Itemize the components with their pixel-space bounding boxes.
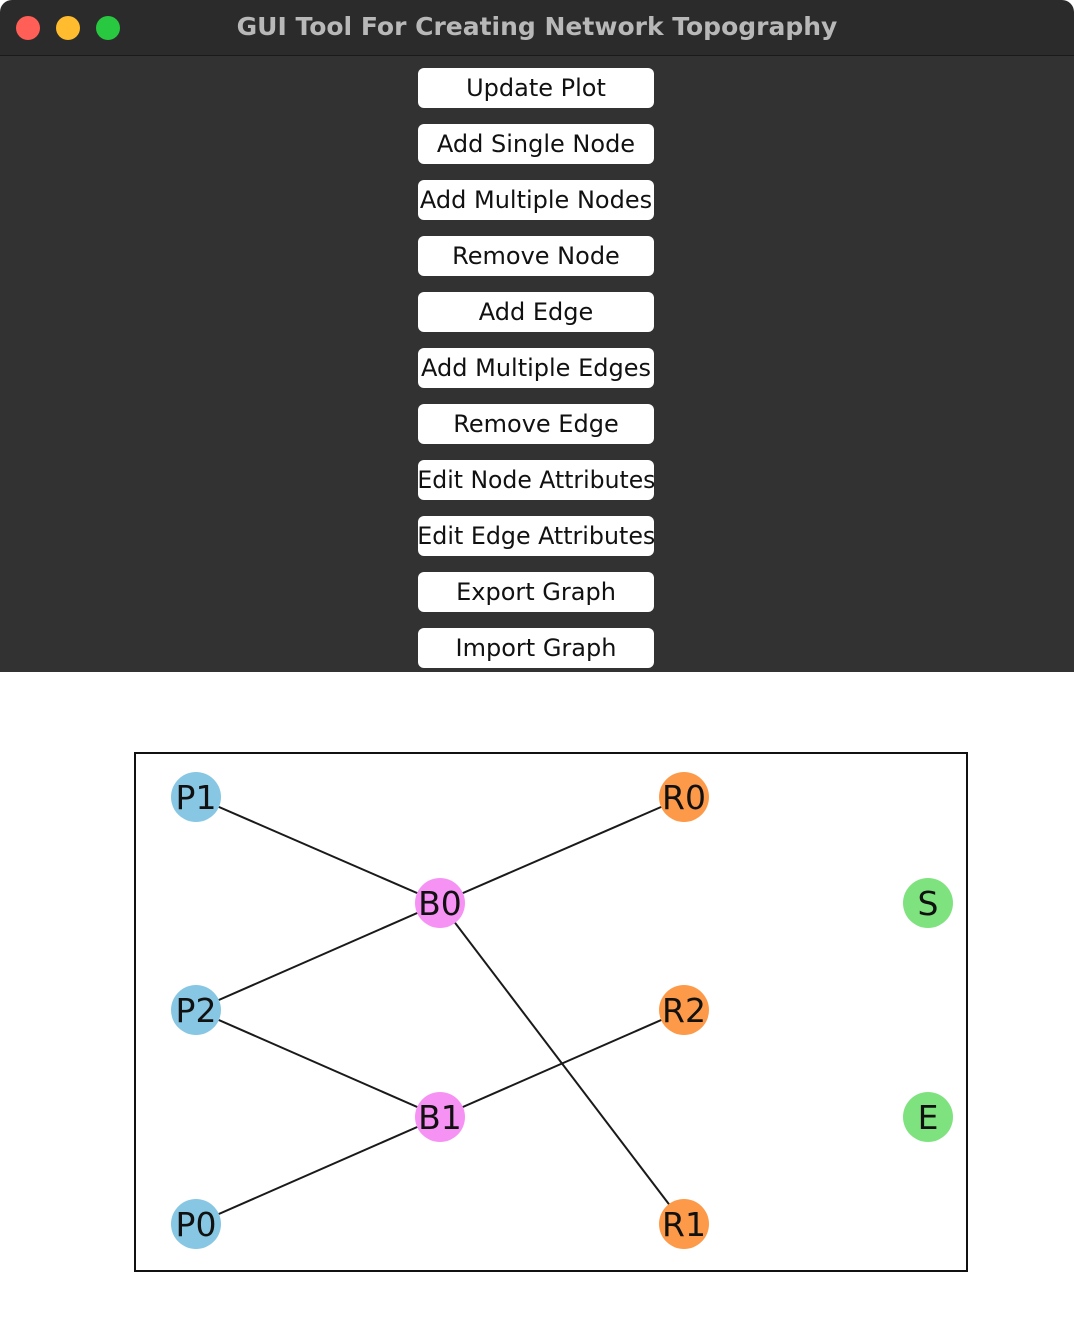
update-plot-button[interactable]: Update Plot — [418, 68, 654, 108]
node-r0[interactable]: R0 — [659, 772, 709, 822]
edit-node-attributes-label: Edit Node Attributes — [417, 466, 656, 494]
remove-node-button[interactable]: Remove Node — [418, 236, 654, 276]
add-edge-button[interactable]: Add Edge — [418, 292, 654, 332]
maximize-window-button[interactable] — [96, 16, 120, 40]
edit-node-attributes-button[interactable]: Edit Node Attributes — [417, 460, 656, 500]
node-e[interactable]: E — [903, 1092, 953, 1142]
node-circle[interactable] — [903, 878, 953, 928]
node-circle[interactable] — [171, 985, 221, 1035]
node-circle[interactable] — [415, 878, 465, 928]
node-b1[interactable]: B1 — [415, 1092, 465, 1142]
node-circle[interactable] — [171, 772, 221, 822]
node-label: S — [918, 884, 939, 923]
edge-p2-b1[interactable] — [195, 1009, 441, 1118]
node-circle[interactable] — [415, 1092, 465, 1142]
window-title: GUI Tool For Creating Network Topography — [236, 12, 838, 41]
edge-p1-b0[interactable] — [195, 796, 441, 904]
node-p0[interactable]: P0 — [171, 1199, 221, 1249]
add-edge-label: Add Edge — [478, 298, 594, 326]
edit-edge-attributes-button[interactable]: Edit Edge Attributes — [417, 516, 656, 556]
edit-edge-attributes-label: Edit Edge Attributes — [417, 522, 656, 550]
node-label: R2 — [662, 991, 706, 1030]
add-multiple-edges-button[interactable]: Add Multiple Edges — [418, 348, 654, 388]
add-multiple-nodes-label: Add Multiple Nodes — [419, 186, 653, 214]
node-label: R0 — [662, 778, 706, 817]
import-graph-label: Import Graph — [455, 634, 617, 662]
node-r2[interactable]: R2 — [659, 985, 709, 1035]
remove-node-label: Remove Node — [452, 242, 620, 270]
update-plot-label: Update Plot — [466, 74, 606, 102]
export-graph-button[interactable]: Export Graph — [418, 572, 654, 612]
node-label: B0 — [418, 884, 462, 923]
add-multiple-edges-label: Add Multiple Edges — [421, 354, 651, 382]
node-label: P2 — [176, 991, 217, 1030]
add-single-node-label: Add Single Node — [436, 130, 636, 158]
minimize-window-button[interactable] — [56, 16, 80, 40]
control-panel: Update Plot Add Single Node Add Multiple… — [0, 56, 1074, 672]
node-p2[interactable]: P2 — [171, 985, 221, 1035]
edge-p0-b1[interactable] — [195, 1116, 441, 1225]
title-bar: GUI Tool For Creating Network Topography — [0, 0, 1074, 56]
import-graph-button[interactable]: Import Graph — [418, 628, 654, 668]
node-s[interactable]: S — [903, 878, 953, 928]
plot-frame — [134, 752, 968, 1272]
node-label: B1 — [418, 1098, 462, 1137]
remove-edge-label: Remove Edge — [453, 410, 619, 438]
node-label: E — [918, 1098, 939, 1137]
edges-layer — [195, 796, 685, 1225]
remove-edge-button[interactable]: Remove Edge — [418, 404, 654, 444]
node-label: R1 — [662, 1205, 706, 1244]
node-circle[interactable] — [903, 1092, 953, 1142]
node-label: P1 — [176, 778, 217, 817]
edge-b0-r0[interactable] — [439, 796, 685, 904]
node-p1[interactable]: P1 — [171, 772, 221, 822]
add-multiple-nodes-button[interactable]: Add Multiple Nodes — [418, 180, 654, 220]
node-circle[interactable] — [659, 985, 709, 1035]
node-circle[interactable] — [659, 772, 709, 822]
node-b0[interactable]: B0 — [415, 878, 465, 928]
add-single-node-button[interactable]: Add Single Node — [418, 124, 654, 164]
edge-p2-b0[interactable] — [195, 902, 441, 1011]
edge-b1-r2[interactable] — [439, 1009, 685, 1118]
node-label: P0 — [176, 1205, 217, 1244]
node-circle[interactable] — [171, 1199, 221, 1249]
close-window-button[interactable] — [16, 16, 40, 40]
node-circle[interactable] — [659, 1199, 709, 1249]
export-graph-label: Export Graph — [456, 578, 616, 606]
node-r1[interactable]: R1 — [659, 1199, 709, 1249]
